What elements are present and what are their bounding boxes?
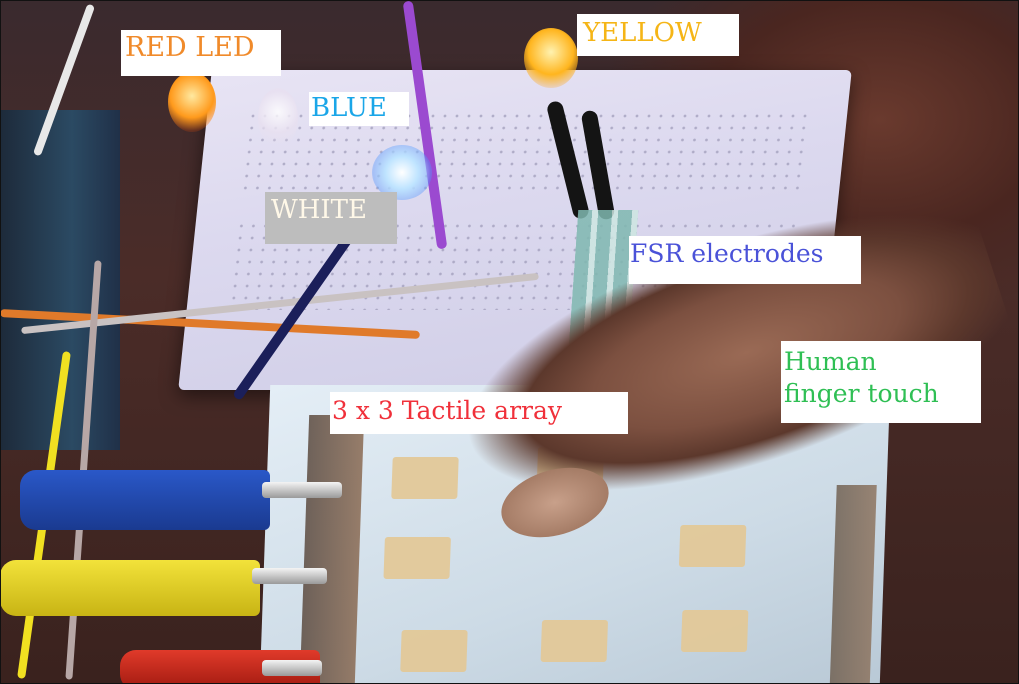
clip-pin	[262, 482, 342, 498]
label-tactile-array-text: 3 x 3 Tactile array	[332, 396, 563, 425]
label-human-finger-touch: Human finger touch	[781, 341, 981, 423]
blue-led	[372, 145, 432, 200]
sensor-pad	[680, 610, 749, 652]
red-led	[168, 72, 216, 132]
blue-alligator-clip	[20, 470, 270, 530]
label-tactile-array: 3 x 3 Tactile array	[330, 392, 628, 434]
sensor-pad	[383, 537, 451, 579]
label-white: WHITE	[265, 192, 397, 244]
label-red-led-text: RED LED	[125, 32, 255, 63]
clip-pin	[252, 568, 327, 584]
clip-pin	[262, 660, 322, 676]
yellow-led	[524, 28, 578, 88]
label-blue-text: BLUE	[311, 93, 387, 123]
yellow-alligator-clip	[0, 560, 260, 616]
sensor-pad	[400, 630, 468, 672]
label-white-text: WHITE	[271, 195, 367, 225]
label-fsr-electrodes-text: FSR electrodes	[630, 239, 824, 268]
sensor-pad	[678, 525, 747, 567]
white-led	[258, 88, 298, 148]
label-human-finger-touch-line2: finger touch	[784, 379, 939, 408]
label-human-finger-touch-line1: Human	[784, 347, 877, 376]
copper-edge-left	[299, 415, 365, 684]
label-yellow-text: YELLOW	[583, 18, 702, 48]
label-red-led: RED LED	[121, 30, 281, 76]
sensor-pad	[540, 620, 609, 662]
sensor-pad	[391, 457, 459, 499]
label-yellow: YELLOW	[577, 14, 739, 56]
copper-edge-right	[829, 485, 877, 684]
label-blue: BLUE	[309, 92, 409, 126]
label-fsr-electrodes: FSR electrodes	[629, 236, 861, 284]
